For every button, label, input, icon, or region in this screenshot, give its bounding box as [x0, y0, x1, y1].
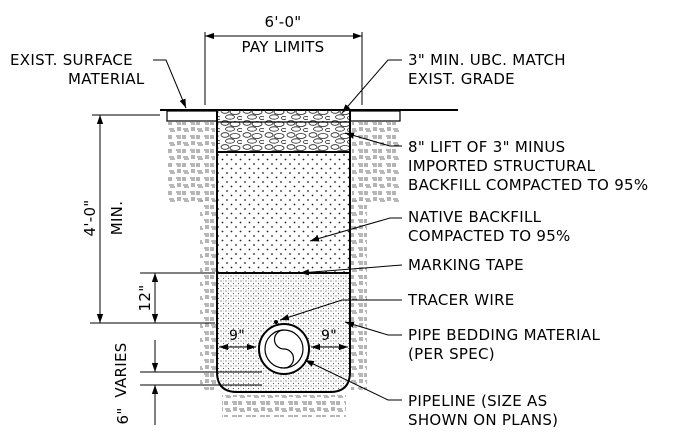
tracer-wire-label: TRACER WIRE [407, 291, 515, 309]
bedding-leader [344, 321, 402, 336]
ubc-label-2: EXIST. GRADE [408, 70, 515, 88]
width-dimension-label: 6'-0" [264, 13, 301, 31]
pay-limits-label: PAY LIMITS [242, 38, 325, 56]
native-leader [309, 217, 402, 242]
depth-min-label: MIN. [108, 201, 126, 236]
trench-outline [216, 110, 351, 393]
bedding-dimension [140, 272, 215, 323]
marking-tape-leader [299, 264, 403, 276]
bedding-label-2: (PER SPEC) [408, 345, 495, 363]
pipeline-label-1: PIPELINE (SIZE AS [408, 392, 547, 410]
native-label-2: COMPACTED TO 95% [408, 227, 571, 245]
ubc-label-1: 3" MIN. UBC. MATCH [408, 51, 566, 69]
exist-surface-right [349, 110, 401, 122]
pipe-icon [258, 320, 310, 375]
marking-tape-label: MARKING TAPE [408, 256, 524, 274]
width-dimension [204, 32, 363, 105]
exist-surface-leader [153, 59, 187, 109]
tracer-wire-leader [279, 299, 402, 321]
lift-label-2: IMPORTED STRUCTURAL [408, 157, 596, 175]
lift-leader [344, 132, 402, 147]
side-right-label: 9" [321, 328, 337, 344]
lift-label-1: 8" LIFT OF 3" MINUS [408, 138, 566, 156]
side-left-label: 9" [229, 328, 245, 344]
lift-label-3: BACKFILL COMPACTED TO 95% [408, 176, 648, 194]
exist-surface-left [166, 110, 218, 122]
ubc-layer [217, 110, 350, 122]
six-inch-label: 6" [114, 407, 132, 424]
structural-backfill-layer [217, 122, 350, 152]
pipeline-label-2: SHOWN ON PLANS) [408, 411, 558, 429]
varies-label: VARIES [112, 342, 130, 397]
depth-dimension [90, 114, 215, 324]
exist-surface-label-2: MATERIAL [68, 70, 145, 88]
pipeline-leader [304, 359, 402, 401]
depth-dimension-label: 4'-0" [81, 199, 99, 236]
exist-surface-label-1: EXIST. SURFACE [10, 51, 133, 69]
bedding-dimension-label: 12" [136, 285, 154, 312]
native-soil-hatching [167, 122, 400, 417]
native-label-1: NATIVE BACKFILL [408, 208, 542, 226]
ubc-leader [341, 59, 402, 114]
bedding-label-1: PIPE BEDDING MATERIAL [408, 326, 600, 344]
varies-dimension [140, 340, 262, 425]
native-backfill-layer [217, 152, 350, 273]
